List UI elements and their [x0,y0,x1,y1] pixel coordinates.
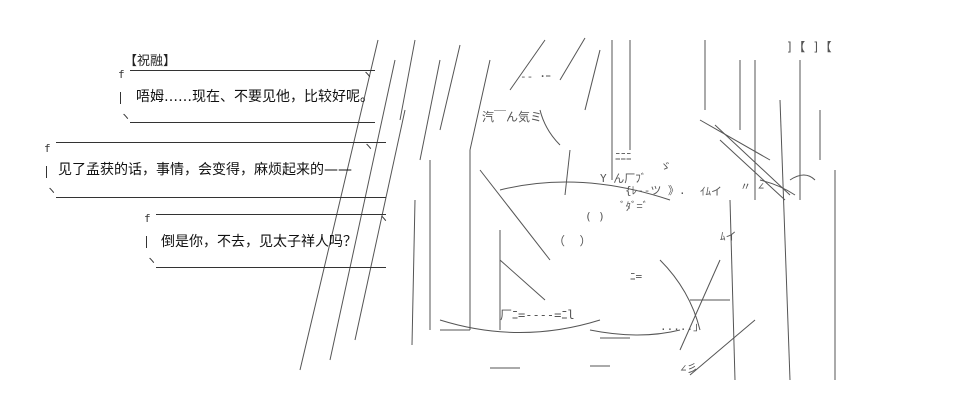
svg-text:Y ん厂ﾌﾞ: Y ん厂ﾌﾞ [600,172,646,185]
dialogue-line-2: 见了孟获的话，事情，会变得，麻烦起来的—— [58,162,352,178]
speaker-label: 【祝融】 [124,54,177,69]
art-paren-text: （ ） [553,234,592,248]
svg-text:ゞ: ゞ [660,160,671,173]
art-steam-text: 汽￣ん気ミ [482,110,543,124]
svg-text:ﾑイ: ﾑイ [720,230,737,243]
art-bracket-text: ]【 ]【 [786,40,832,54]
svg-text:{ﾚ-‐ツ 》.: {ﾚ-‐ツ 》. [625,184,686,197]
svg-text:∠彡: ∠彡 [680,362,698,375]
svg-text:〃 ∠: 〃 ∠ [740,180,764,193]
svg-text:ｲﾑイ: ｲﾑイ [700,185,722,198]
art-stroke [299,39,379,371]
dialogue-line-3: 倒是你，不去，见太子祥人吗？ [161,234,357,250]
svg-text:( ): ( ) [585,210,605,223]
svg-text:.....」: .....」 [660,320,704,333]
svg-text:ﾞﾀﾞ=ﾞ: ﾞﾀﾞ=ﾞ [620,200,648,213]
art-dots: ‐‐ ･ｰ ( ) ﾆ= ゞ ﾑイ ｲﾑイ ﾞﾀﾞ=ﾞ ﾆﾆﾆ Y ん厂ﾌﾞ {… [520,70,764,375]
dialogue-line-1: 唔姆……现在、不要见他，比较好呢。 [136,89,374,105]
svg-text:‐‐ ･ｰ: ‐‐ ･ｰ [520,70,551,83]
svg-text:ﾆ=: ﾆ= [630,270,642,283]
art-lines [299,37,836,381]
art-tray-text: 厂ﾆ=-‐‐-=ﾆl [500,308,575,322]
svg-text:ﾆﾆﾆ: ﾆﾆﾆ [615,150,632,163]
